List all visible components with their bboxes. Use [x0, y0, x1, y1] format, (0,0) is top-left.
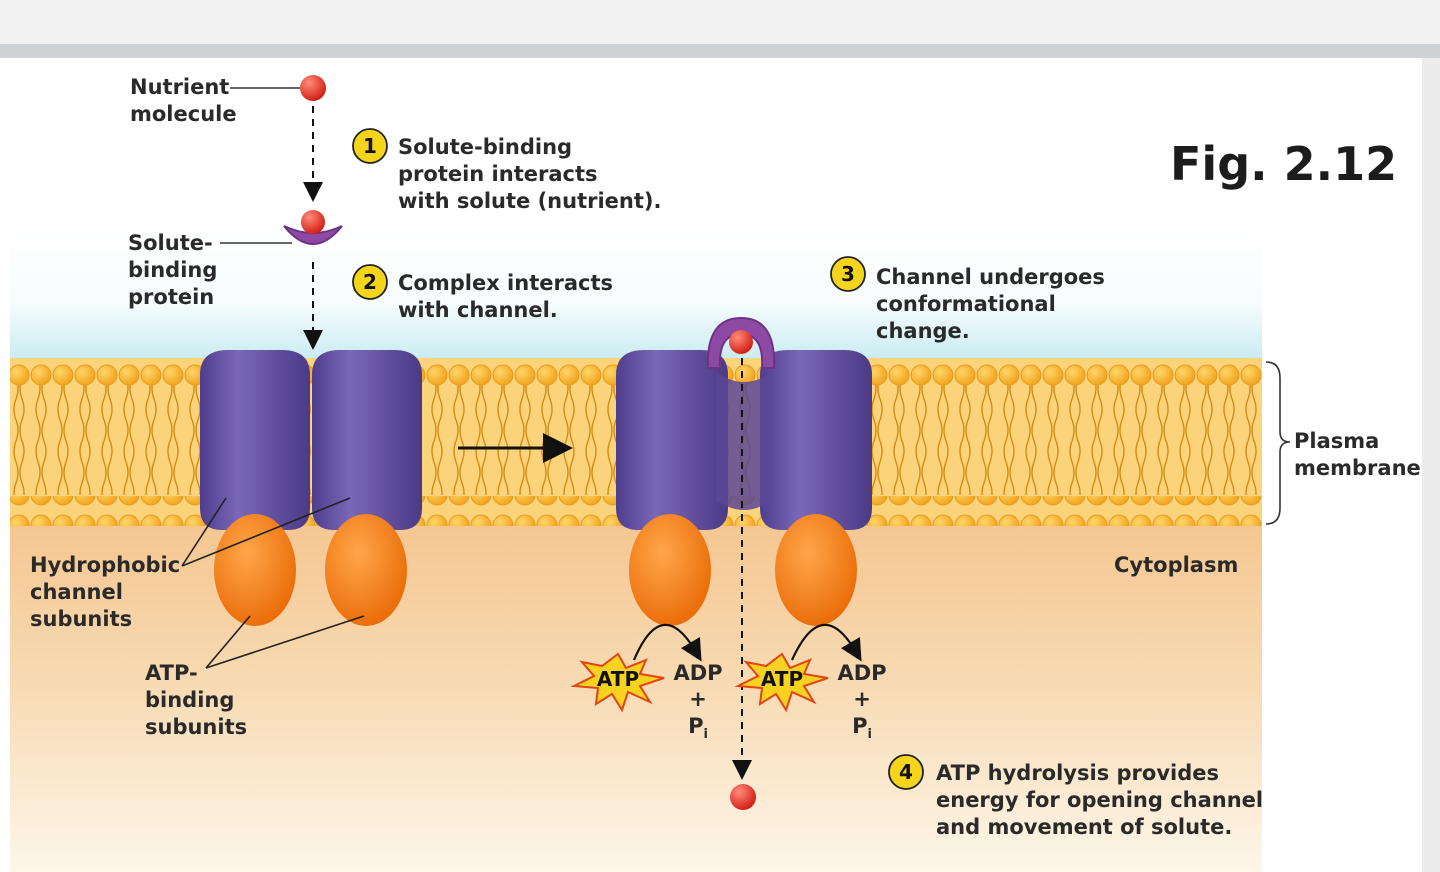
plus-2-label: +	[853, 687, 871, 711]
step-1-badge	[352, 128, 388, 164]
open-channel-pore	[716, 372, 772, 510]
atp-cycle-1-arrow	[632, 623, 702, 662]
translocating-solute	[729, 330, 753, 354]
atp-2-label: ATP	[761, 667, 803, 691]
atp-cycle-2-arrow	[790, 623, 862, 662]
step-3-badge	[830, 256, 866, 292]
nutrient-molecule	[300, 75, 326, 101]
step-4: 4 ATP hydrolysis provides energy for ope…	[888, 754, 1270, 839]
extracellular-region	[10, 230, 1262, 362]
step-1-number: 1	[363, 134, 377, 158]
step-1-text: Solute-binding protein interacts with so…	[398, 135, 661, 213]
pi-1-label: Pi	[688, 714, 708, 742]
membrane-bracket	[1265, 361, 1291, 525]
top-divider	[0, 44, 1440, 58]
cytoplasm-label: Cytoplasm	[1114, 553, 1238, 577]
step-2-text: Complex interacts with channel.	[398, 271, 620, 322]
atp-cycle-1: ATP ADP + Pi	[570, 623, 723, 742]
hydrophobic-leaders	[181, 497, 351, 567]
atp-binding-subunits-label: ATP- binding subunits	[145, 661, 247, 739]
adp-1-label: ADP	[673, 661, 722, 685]
figure-label: Fig. 2.12	[1170, 137, 1397, 191]
atp-burst-2	[734, 652, 829, 713]
nutrient-molecule-label: Nutrient molecule	[130, 75, 237, 126]
left-atp-binding-subunit-a	[214, 514, 296, 626]
atp-binding-leaders	[205, 615, 365, 669]
bound-solute	[301, 210, 325, 234]
right-gutter	[1422, 58, 1440, 872]
hydrophobic-channel-subunits-label: Hydrophobic channel subunits	[30, 553, 187, 631]
solute-binding-protein-label: Solute- binding protein	[128, 231, 225, 309]
left-atp-binding-subunit-b	[325, 514, 407, 626]
top-bar	[0, 0, 1440, 44]
released-solute	[730, 784, 756, 810]
atp-burst-1	[570, 652, 665, 713]
right-atp-binding-subunit-b	[775, 514, 857, 626]
docked-binding-protein	[706, 316, 776, 369]
adp-2-label: ADP	[837, 661, 886, 685]
right-channel-subunit-b	[760, 350, 872, 530]
atp-cycle-2: ATP ADP + Pi	[734, 623, 887, 742]
left-channel-subunit-b	[312, 350, 422, 530]
step-3: 3 Channel undergoes conformational chang…	[830, 256, 1112, 343]
right-atp-binding-subunit-a	[629, 514, 711, 626]
solute-binding-protein	[283, 225, 343, 245]
step-3-number: 3	[841, 262, 855, 286]
step-2-badge	[352, 264, 388, 300]
step-4-text: ATP hydrolysis provides energy for openi…	[936, 761, 1270, 839]
left-transporter	[200, 350, 422, 626]
step-2: 2 Complex interacts with channel.	[352, 264, 620, 322]
right-transporter	[616, 316, 872, 626]
step-2-number: 2	[363, 270, 377, 294]
step-4-badge	[888, 754, 924, 790]
pi-2-label: Pi	[852, 714, 872, 742]
right-channel-subunit-a	[616, 350, 728, 530]
step-3-text: Channel undergoes conformational change.	[876, 265, 1112, 343]
plus-1-label: +	[689, 687, 707, 711]
step-1: 1 Solute-binding protein interacts with …	[352, 128, 661, 213]
atp-1-label: ATP	[597, 667, 639, 691]
step-4-number: 4	[899, 760, 913, 784]
plasma-membrane-label: Plasma membrane	[1294, 429, 1421, 480]
left-channel-subunit-a	[200, 350, 310, 530]
